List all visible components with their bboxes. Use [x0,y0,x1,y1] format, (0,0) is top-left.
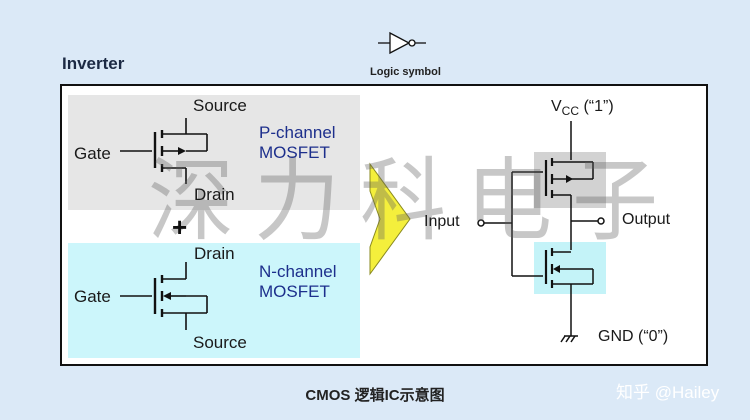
p-channel-label: P-channel [259,123,336,142]
input-label: Input [424,213,460,230]
nmos-gate-label: Gate [74,287,111,306]
output-label: Output [622,211,671,228]
logic-symbol-label: Logic symbol [370,66,441,78]
vcc-main-text: V [551,98,562,115]
vcc-value: (“1”) [579,98,614,115]
pmos-gate-label: Gate [74,144,111,163]
pmos-source-label: Source [193,96,247,115]
watermark-text: 深力科电子 [148,148,678,254]
nmos-source-label: Source [193,333,247,352]
pmos-symbol-icon [120,118,208,184]
nmos-symbol-icon [120,262,208,330]
figure-caption: CMOS 逻辑IC示意图 [305,387,445,404]
cmos-inverter-circuit [477,121,605,343]
transform-arrow-icon [369,162,411,276]
vcc-label: VCC (“1”) [551,98,614,118]
vcc-subscript: CC [561,104,580,119]
p-mosfet-label: MOSFET [259,143,330,162]
inverter-logic-symbol-icon [378,31,426,55]
pmos-drain-label: Drain [194,185,235,204]
author-credit: 知乎 @Hailey [616,383,720,402]
n-channel-region [68,243,360,358]
n-channel-label: N-channel [259,262,337,281]
diagram-title: Inverter [62,54,125,73]
nmos-drain-label: Drain [194,244,235,263]
p-channel-region [68,95,360,210]
gnd-label: GND (“0”) [598,328,669,345]
n-mosfet-label: MOSFET [259,282,330,301]
plus-sign: + [172,212,188,242]
